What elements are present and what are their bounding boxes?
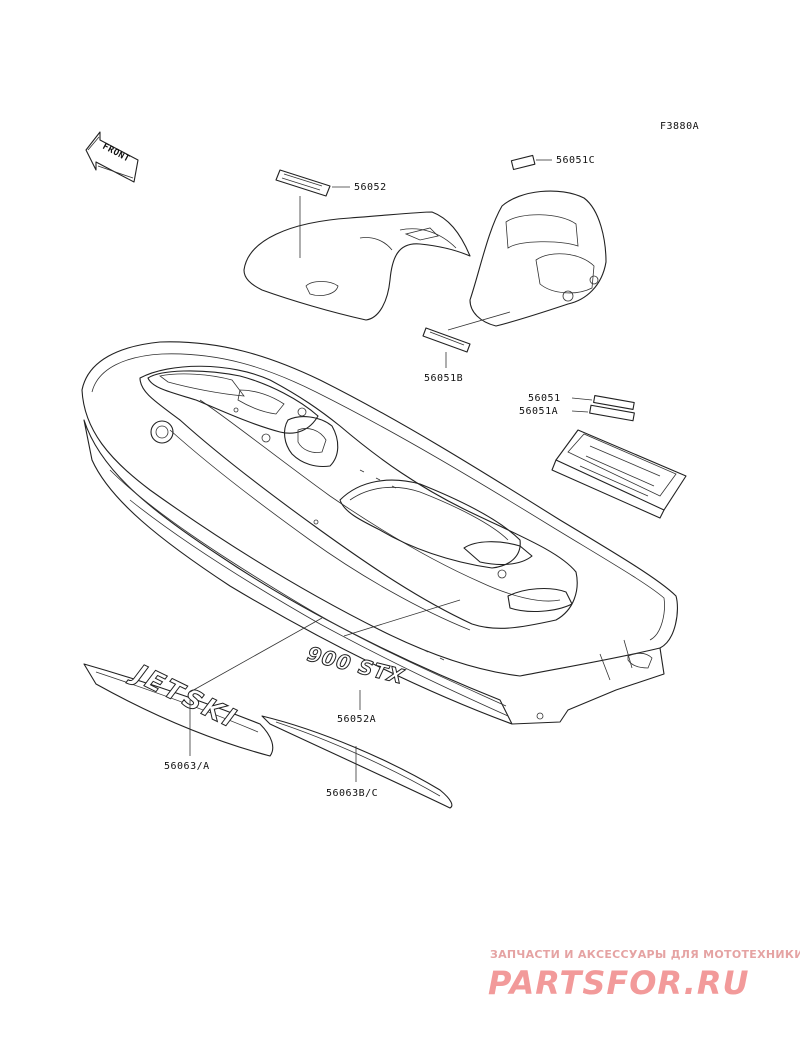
figure-code: F3880A — [660, 121, 699, 132]
decal-56051C — [510, 154, 536, 171]
callout-56052A: 56052A — [337, 714, 376, 725]
decal-56052A: 900 STX — [304, 641, 408, 689]
callout-56051A: 56051A — [519, 406, 558, 417]
front-label: FRONT — [101, 142, 132, 165]
callout-56051: 56051 — [528, 393, 561, 404]
model-decal-text: 900 STX — [305, 642, 408, 689]
seat-cover-part — [243, 211, 471, 321]
front-arrow-icon: FRONT — [85, 131, 139, 183]
decal-56063BC — [261, 715, 453, 809]
callout-56051B: 56051B — [424, 373, 463, 384]
watermark-tagline: ЗАПЧАСТИ И АКСЕССУАРЫ ДЛЯ МОТОТЕХНИКИ — [490, 948, 800, 961]
callout-56051C: 56051C — [556, 155, 595, 166]
console-hood-part — [469, 190, 607, 327]
decal-56051B — [422, 327, 471, 353]
callout-56063A: 56063/A — [164, 761, 210, 772]
decal-56051 — [593, 395, 635, 410]
decal-56063A: JETSKI — [83, 657, 274, 757]
storage-cover-part — [551, 429, 687, 519]
hull-part — [81, 341, 678, 725]
watermark-brand: PARTSFOR.RU — [488, 964, 750, 1002]
callout-56052: 56052 — [354, 182, 387, 193]
jetski-decal-text: JETSKI — [124, 657, 242, 735]
decal-56052 — [275, 169, 331, 197]
callout-56063BC: 56063B/C — [326, 788, 378, 799]
decal-56051A — [589, 404, 635, 422]
